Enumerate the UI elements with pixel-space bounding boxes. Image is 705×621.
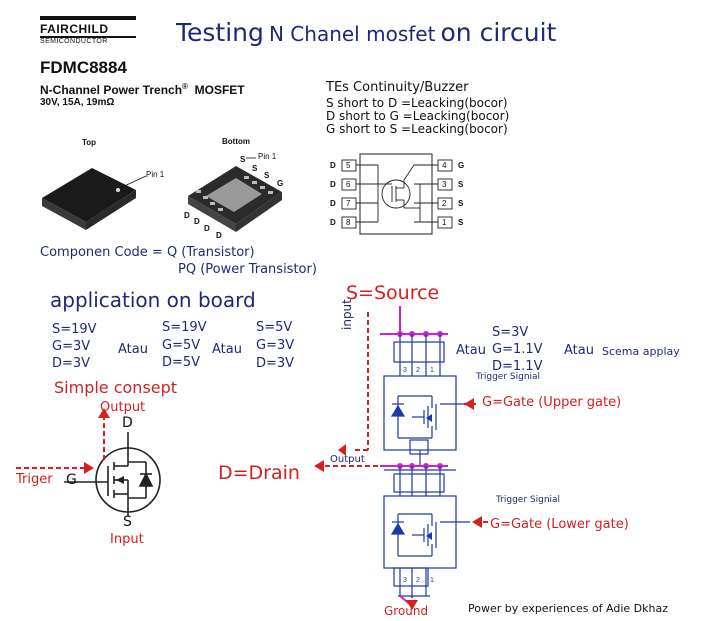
svg-text:S: S [264, 171, 270, 180]
pinout-right-1-num: 4 [442, 161, 447, 170]
svg-text:1: 1 [430, 367, 434, 374]
logo-sub: SEMICONDUCTOR [40, 38, 108, 45]
circuit-val-s: S=3V [492, 325, 529, 340]
app-col2-s: S=19V [162, 320, 207, 335]
part-description: N-Channel Power Trench® MOSFET [40, 82, 245, 97]
pinout-left-2-letter: D [330, 180, 336, 189]
pinout-left-4-letter: D [330, 218, 336, 227]
simple-concept-mosfet-symbol [64, 432, 161, 516]
continuity-line-1: S short to D =Leacking(bocor) [326, 96, 508, 110]
title-part2: N Chanel mosfet [268, 22, 436, 46]
page-title: Testing N Chanel mosfet on circuit [176, 18, 556, 47]
app-col2-g: G=5V [162, 338, 201, 353]
app-col3-g: G=3V [256, 338, 295, 353]
svg-text:1: 1 [430, 577, 434, 584]
app-atau1: Atau [118, 342, 148, 357]
pinout-left-1-letter: D [330, 161, 336, 170]
circuit-val-d: D=1.1V [492, 359, 543, 374]
ground-label: Ground [384, 604, 429, 618]
continuity-line-3: G short to S =Leacking(bocor) [326, 122, 508, 136]
component-code-line1: Componen Code = Q (Transistor) [40, 245, 255, 260]
chip-top-view [42, 168, 147, 230]
svg-text:3: 3 [403, 367, 407, 374]
circuit-output-label: Output [330, 454, 365, 465]
trigger-signal-lower: Trigger Signial [496, 495, 561, 505]
concept-input-label: Input [110, 532, 144, 547]
footer-credit: Power by experiences of Adie Dkhaz [468, 602, 668, 615]
continuity-title: TEs Continuity/Buzzer [326, 80, 469, 95]
package-bottom-label: Bottom [222, 137, 250, 146]
logo-name: FAIRCHILD [40, 22, 109, 36]
pinout-left-1-num: 5 [346, 161, 351, 170]
pinout-left-3-num: 7 [346, 199, 351, 208]
app-col1-s: S=19V [52, 322, 97, 337]
app-col3-d: D=3V [256, 356, 295, 371]
gate-upper-label: G=Gate (Upper gate) [482, 395, 622, 410]
pinout-left-3-letter: D [330, 199, 336, 208]
trigger-signal-upper: Trigger Signial [476, 372, 541, 382]
pinout-right-4-letter: S [458, 218, 464, 227]
svg-text:3: 3 [403, 577, 407, 584]
pinout-diagram [341, 153, 453, 235]
component-code-line2: PQ (Power Transistor) [178, 262, 317, 277]
circuit-atau-a: Atau [456, 343, 486, 358]
svg-text:2: 2 [416, 367, 420, 374]
concept-g-label: G [66, 472, 77, 488]
app-col1-g: G=3V [52, 339, 91, 354]
pin1-label-top: Pin 1 [146, 170, 165, 179]
circuit-val-g: G=1.1V [492, 342, 543, 357]
part-desc: N-Channel Power Trench [40, 83, 183, 97]
concept-arrows [16, 416, 105, 469]
source-label: S=Source [346, 282, 440, 304]
svg-text:D: D [204, 224, 210, 233]
part-desc2: MOSFET [194, 83, 245, 97]
pinout-left-4-num: 8 [346, 218, 351, 227]
app-col1-d: D=3V [52, 356, 91, 371]
pinout-right-4-num: 1 [442, 218, 447, 227]
pin1-label-bottom: Pin 1 [258, 152, 277, 161]
continuity-line-2: D short to G =Leacking(bocor) [326, 109, 510, 123]
pinout-left-2-num: 6 [346, 180, 351, 189]
title-part3: on circuit [440, 18, 557, 47]
concept-triger-label: Triger [16, 472, 53, 487]
simple-concept-title: Simple consept [54, 378, 178, 397]
app-col2-d: D=5V [162, 355, 201, 370]
pinout-right-3-num: 2 [442, 199, 447, 208]
app-col3-s: S=5V [256, 320, 293, 335]
circuit-input-label: input [340, 299, 354, 330]
circuit-atau-b: Atau [564, 343, 594, 358]
pinout-right-1-letter: G [458, 161, 465, 170]
svg-text:S: S [252, 164, 258, 173]
svg-text:2: 2 [416, 577, 420, 584]
pinout-right-2-letter: S [458, 180, 464, 189]
part-number: FDMC8884 [40, 58, 127, 77]
registered-mark: ® [182, 82, 188, 91]
concept-d-label: D [122, 415, 133, 431]
part-spec: 30V, 15A, 19mΩ [40, 97, 115, 108]
package-top-label: Top [82, 138, 97, 147]
title-part1: Testing [176, 18, 264, 47]
concept-output-label: Output [100, 400, 146, 415]
circuit-scema-label: Scema applay [602, 345, 680, 358]
circuit-schematic: 3 2 1 3 2 1 [314, 306, 488, 610]
drain-label: D=Drain [218, 462, 300, 484]
gate-lower-label: G=Gate (Lower gate) [490, 517, 629, 532]
pinout-right-2-num: 3 [442, 180, 447, 189]
svg-text:D: D [216, 231, 222, 240]
app-atau2: Atau [212, 342, 242, 357]
chip-bottom-view [188, 157, 282, 232]
application-title: application on board [50, 288, 256, 312]
concept-s-label: S [123, 514, 132, 530]
svg-text:S: S [240, 155, 246, 164]
fairchild-logo: FAIRCHILD SEMICONDUCTOR [40, 16, 136, 46]
svg-text:G: G [277, 179, 283, 188]
pinout-right-3-letter: S [458, 199, 464, 208]
svg-text:D: D [194, 217, 200, 226]
svg-text:D: D [184, 211, 190, 220]
